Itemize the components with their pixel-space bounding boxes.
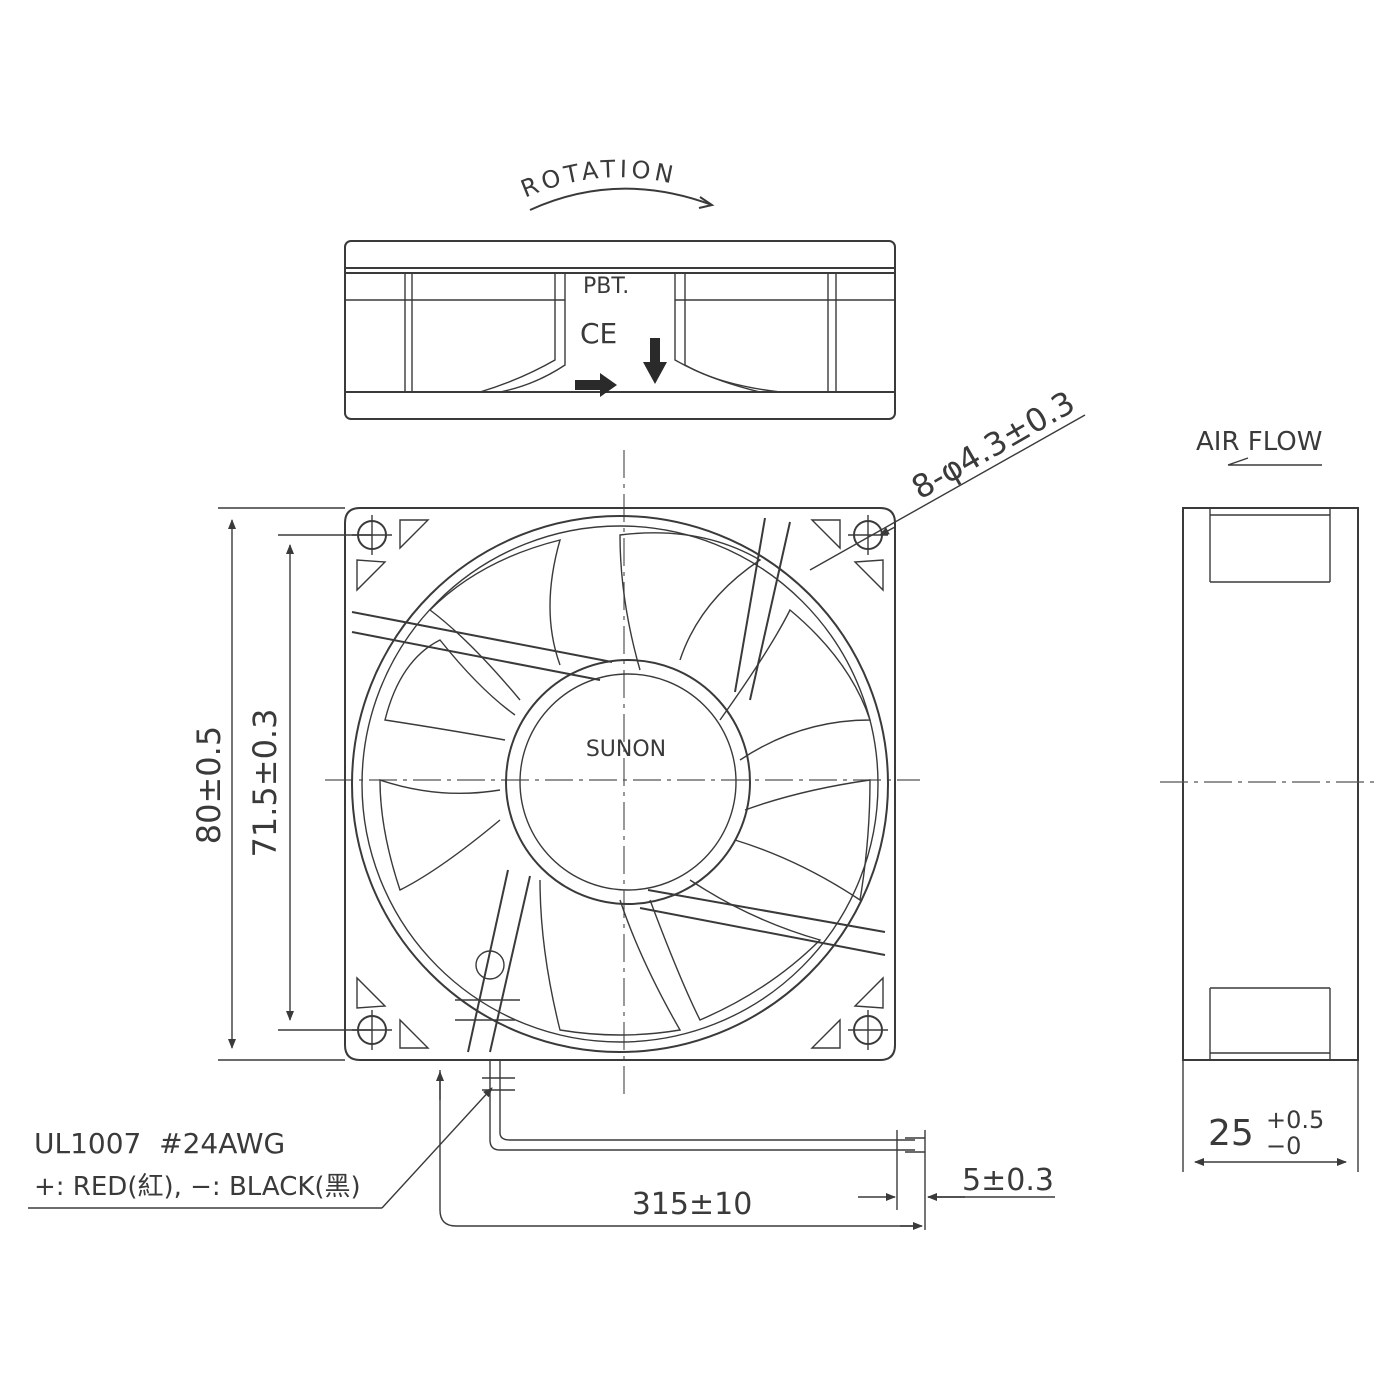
hole-spec-dimension: 8-φ4.3±0.3 xyxy=(905,383,1081,507)
material-label: PBT. xyxy=(583,274,629,299)
thickness-tolerance-plus: +0.5 xyxy=(1266,1106,1324,1134)
venturi-ring xyxy=(351,515,889,1053)
rotation-direction-arrow-icon xyxy=(575,373,617,397)
rotation-label: ROTATION xyxy=(517,155,680,203)
top-view-frame xyxy=(344,240,896,420)
rotation-arrow-icon xyxy=(529,187,713,211)
motor-hub xyxy=(505,659,751,905)
hole-spacing-dimension: 71.5±0.3 xyxy=(246,709,284,858)
thickness-dimension: 25 xyxy=(1208,1113,1254,1154)
lead-wires: 315±10 5±0.3 UL1007 #24AWG +: RED(紅), −:… xyxy=(28,1060,1055,1230)
side-view: AIR FLOW 25 +0.5 −0 xyxy=(1160,427,1380,1172)
side-view-frame xyxy=(1182,507,1359,1061)
front-view: SUNON 8-φ4.3±0.3 80±0.5 71.5±0.3 xyxy=(190,383,1086,1100)
impeller-blades xyxy=(379,532,871,1036)
mounting-hole-top-right xyxy=(848,515,888,555)
airflow-arrow-icon xyxy=(1227,457,1322,466)
wire-polarity-label: +: RED(紅), −: BLACK(黑) xyxy=(34,1172,361,1202)
lead-length-dimension: 315±10 xyxy=(632,1187,753,1222)
brand-label: SUNON xyxy=(586,737,666,762)
ce-mark-icon: CE xyxy=(580,317,617,350)
frame-spokes xyxy=(351,517,886,1053)
airflow-label: AIR FLOW xyxy=(1196,427,1322,457)
airflow-direction-arrow-icon xyxy=(643,338,667,384)
thickness-tolerance-minus: −0 xyxy=(1266,1132,1301,1160)
fan-frame xyxy=(344,507,896,1061)
top-view: ROTATION PBT. CE xyxy=(344,155,896,420)
strip-length-dimension: 5±0.3 xyxy=(962,1163,1054,1198)
wire-spec-label: UL1007 #24AWG xyxy=(34,1127,285,1160)
overall-height-dimension: 80±0.5 xyxy=(190,726,228,844)
mounting-hole-bottom-right xyxy=(848,1010,888,1050)
